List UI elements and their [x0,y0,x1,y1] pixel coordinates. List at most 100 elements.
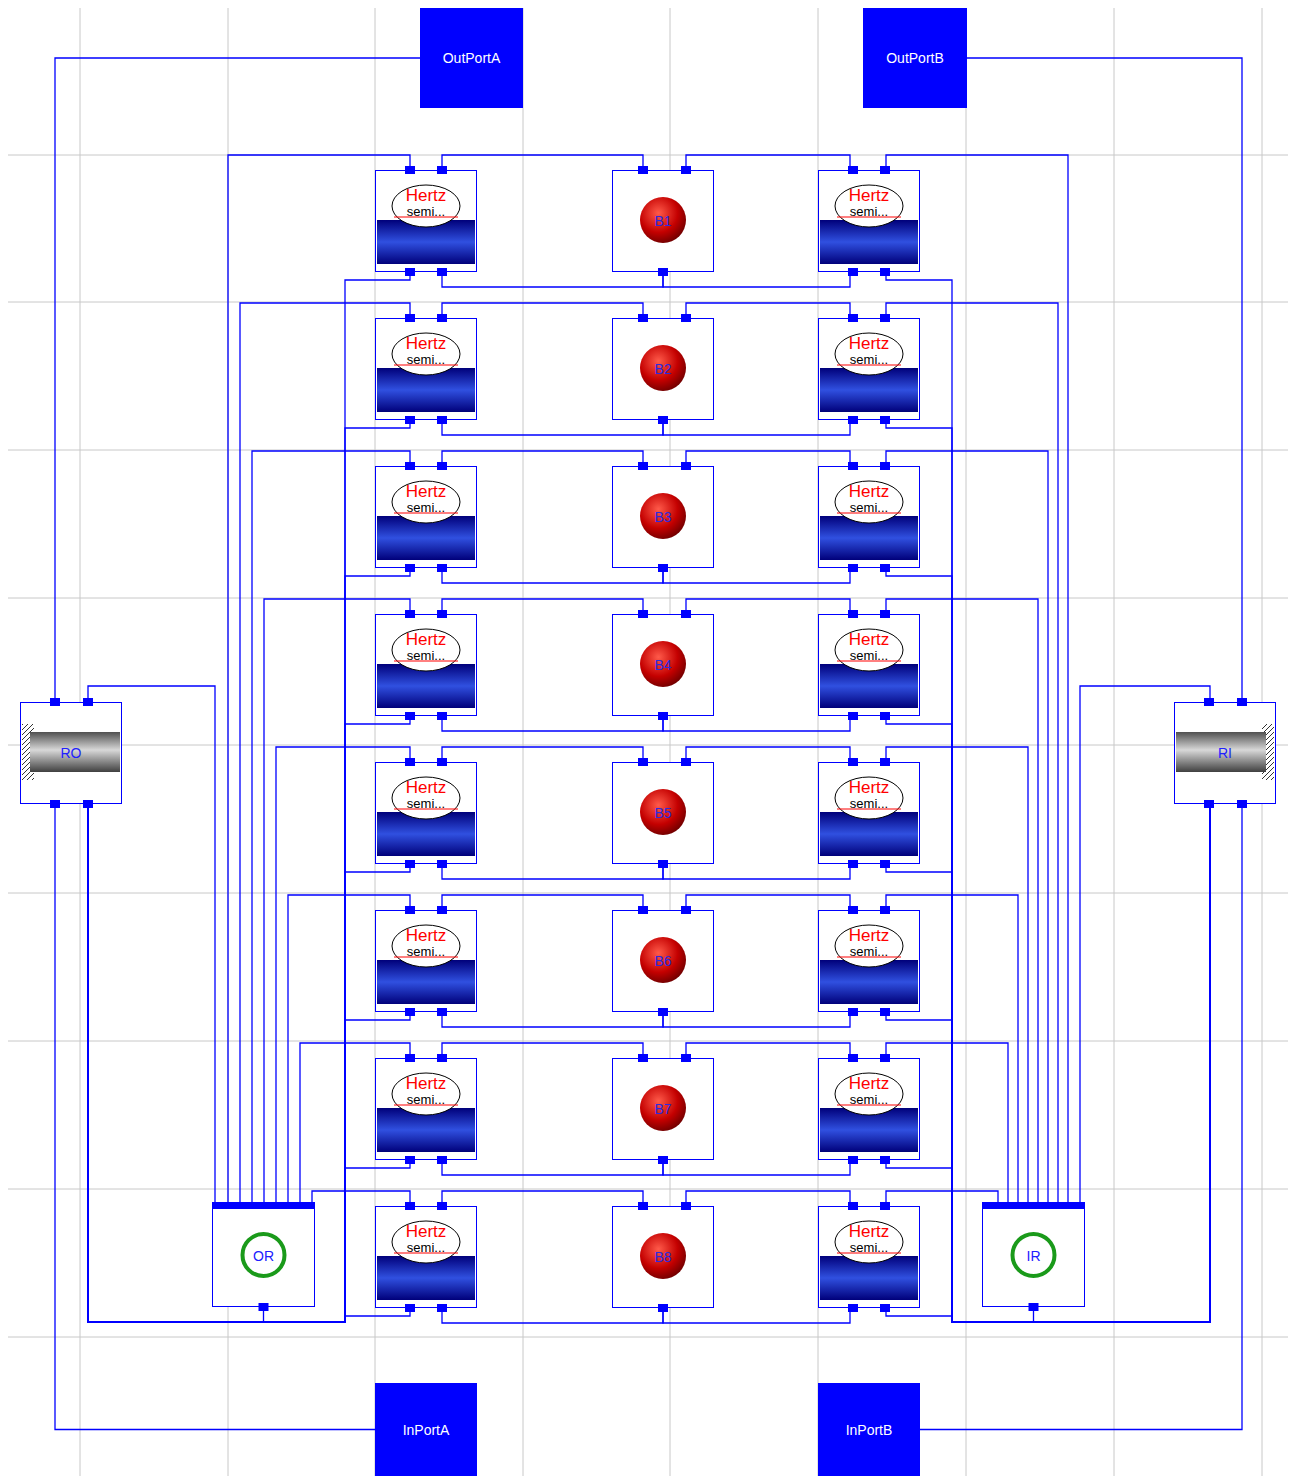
hertz-icon [818,1206,920,1308]
block-label: semi... [407,1241,445,1254]
connector-port [437,268,447,276]
block-label: OutPortA [443,50,501,66]
wire-line [442,895,643,910]
wire [886,420,1210,1322]
connector-port [50,800,60,808]
connector-port [1237,800,1247,808]
wire [663,420,850,435]
connector-port [848,906,858,914]
connector-port [880,1156,890,1164]
wire [88,272,410,1322]
connector-port [1237,698,1247,706]
wire-line [663,568,850,583]
wire-line [886,804,1210,1322]
connector-port [405,1008,415,1016]
connector-port [658,1008,668,1016]
hertz-icon [375,614,477,716]
block-label: semi... [850,501,888,514]
connector-port [658,1156,668,1164]
wire-line [663,716,850,731]
hertz-block: Hertzsemi... [375,1058,477,1160]
wire-line [663,420,850,435]
connector-port [880,166,890,174]
label-holder: Hertzsemi... [818,483,920,514]
label-holder: OutPortA [420,8,523,108]
label-holder: B8 [612,1206,714,1308]
connector-port [638,1054,648,1062]
hertz-icon [818,1058,920,1160]
wire-line [686,747,850,762]
connector-port [437,1304,447,1312]
wire-line [663,1308,850,1323]
hertz-block: Hertzsemi... [375,170,477,272]
wire [663,1160,850,1175]
label-holder: Hertzsemi... [375,927,477,958]
hertz-icon [818,762,920,864]
block-label: semi... [407,797,445,810]
wire-line [663,1012,850,1027]
connector-port [880,1054,890,1062]
block-label: semi... [407,353,445,366]
connector-port [880,416,890,424]
block-label: semi... [850,1241,888,1254]
wire-line [442,1308,663,1323]
block-label: B8 [654,1249,671,1265]
wire-line [686,155,850,170]
connector-port [437,1202,447,1210]
wire [663,1308,850,1323]
wire [886,804,1210,1322]
connector-port [880,268,890,276]
label-holder: Hertzsemi... [375,483,477,514]
connector-port [1029,1303,1039,1311]
block-label: Hertz [849,631,890,649]
ro-block: RO [20,702,122,804]
wire [886,804,1210,1322]
wire-line [663,1160,850,1175]
connector-port [848,1054,858,1062]
connector-port [681,610,691,618]
block-label: B4 [654,657,671,673]
wire-line [442,747,643,762]
block-label: semi... [407,205,445,218]
connector-port [83,800,93,808]
label-holder: InPortB [818,1383,920,1476]
wire [663,1012,850,1027]
wire [663,272,850,287]
port-block: OutPortA [420,8,523,108]
wire [442,1308,663,1323]
connector-port [405,1156,415,1164]
wire [663,864,850,879]
hertz-block: Hertzsemi... [818,466,920,568]
wire-line [886,420,1210,1322]
connector-port [658,712,668,720]
label-holder: Hertzsemi... [375,1075,477,1106]
label-holder: Hertzsemi... [375,631,477,662]
label-holder: B4 [612,614,714,716]
connector-port [681,758,691,766]
wire [663,716,850,731]
hertz-block: Hertzsemi... [375,318,477,420]
wire-line [886,804,1210,1322]
connector-port [437,1008,447,1016]
label-holder: B7 [612,1058,714,1160]
block-label: semi... [850,945,888,958]
wire-line [886,804,1210,1322]
wire [686,895,850,910]
wire [442,864,663,879]
wire [442,599,643,614]
wire-line [886,568,1210,1322]
block-label: InPortB [846,1422,893,1438]
connector-port [681,906,691,914]
connector-port [437,564,447,572]
block-label: semi... [850,1093,888,1106]
wire [686,1043,850,1058]
wire [442,1191,643,1206]
hertz-icon [818,614,920,716]
wire-line [686,599,850,614]
wire-line [886,272,1210,1322]
connector-port [880,758,890,766]
wire [442,568,663,583]
block-label: B7 [654,1101,671,1117]
connector-port [437,416,447,424]
wire [920,804,1242,1430]
